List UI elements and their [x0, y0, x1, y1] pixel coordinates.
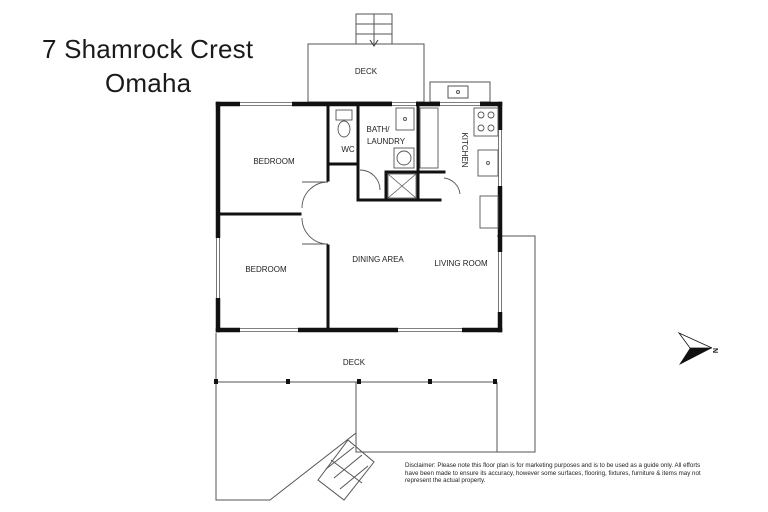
compass-icon: N [677, 332, 718, 365]
bath-laundry-label-line2: LAUNDRY [367, 137, 406, 146]
bottom-deck-label: DECK [343, 358, 366, 367]
top-deck [307, 13, 425, 103]
bedroom-2-label: BEDROOM [245, 265, 287, 274]
deck-posts [214, 379, 497, 384]
bedroom-1-label: BEDROOM [253, 157, 295, 166]
disclaimer-text: Disclaimer: Please note this floor plan … [405, 462, 701, 485]
bottom-deck [215, 235, 536, 501]
kitchen-bench-top [429, 81, 491, 103]
windows [215, 101, 503, 333]
interior-walls [216, 102, 446, 332]
shower [387, 173, 417, 199]
wc-label: WC [341, 145, 355, 154]
fixtures [335, 107, 499, 229]
plan-title-suburb: Omaha [105, 68, 192, 98]
kitchen-label: KITCHEN [460, 132, 469, 167]
dining-area-label: DINING AREA [352, 255, 404, 264]
compass-north-label: N [711, 348, 718, 353]
living-room-label: LIVING ROOM [434, 259, 488, 268]
bath-laundry-label-line1: BATH/ [367, 125, 391, 134]
plan-title-address: 7 Shamrock Crest [42, 34, 254, 64]
top-deck-label: DECK [355, 67, 378, 76]
doors [301, 169, 461, 245]
stair-arrow-icon [369, 39, 379, 47]
